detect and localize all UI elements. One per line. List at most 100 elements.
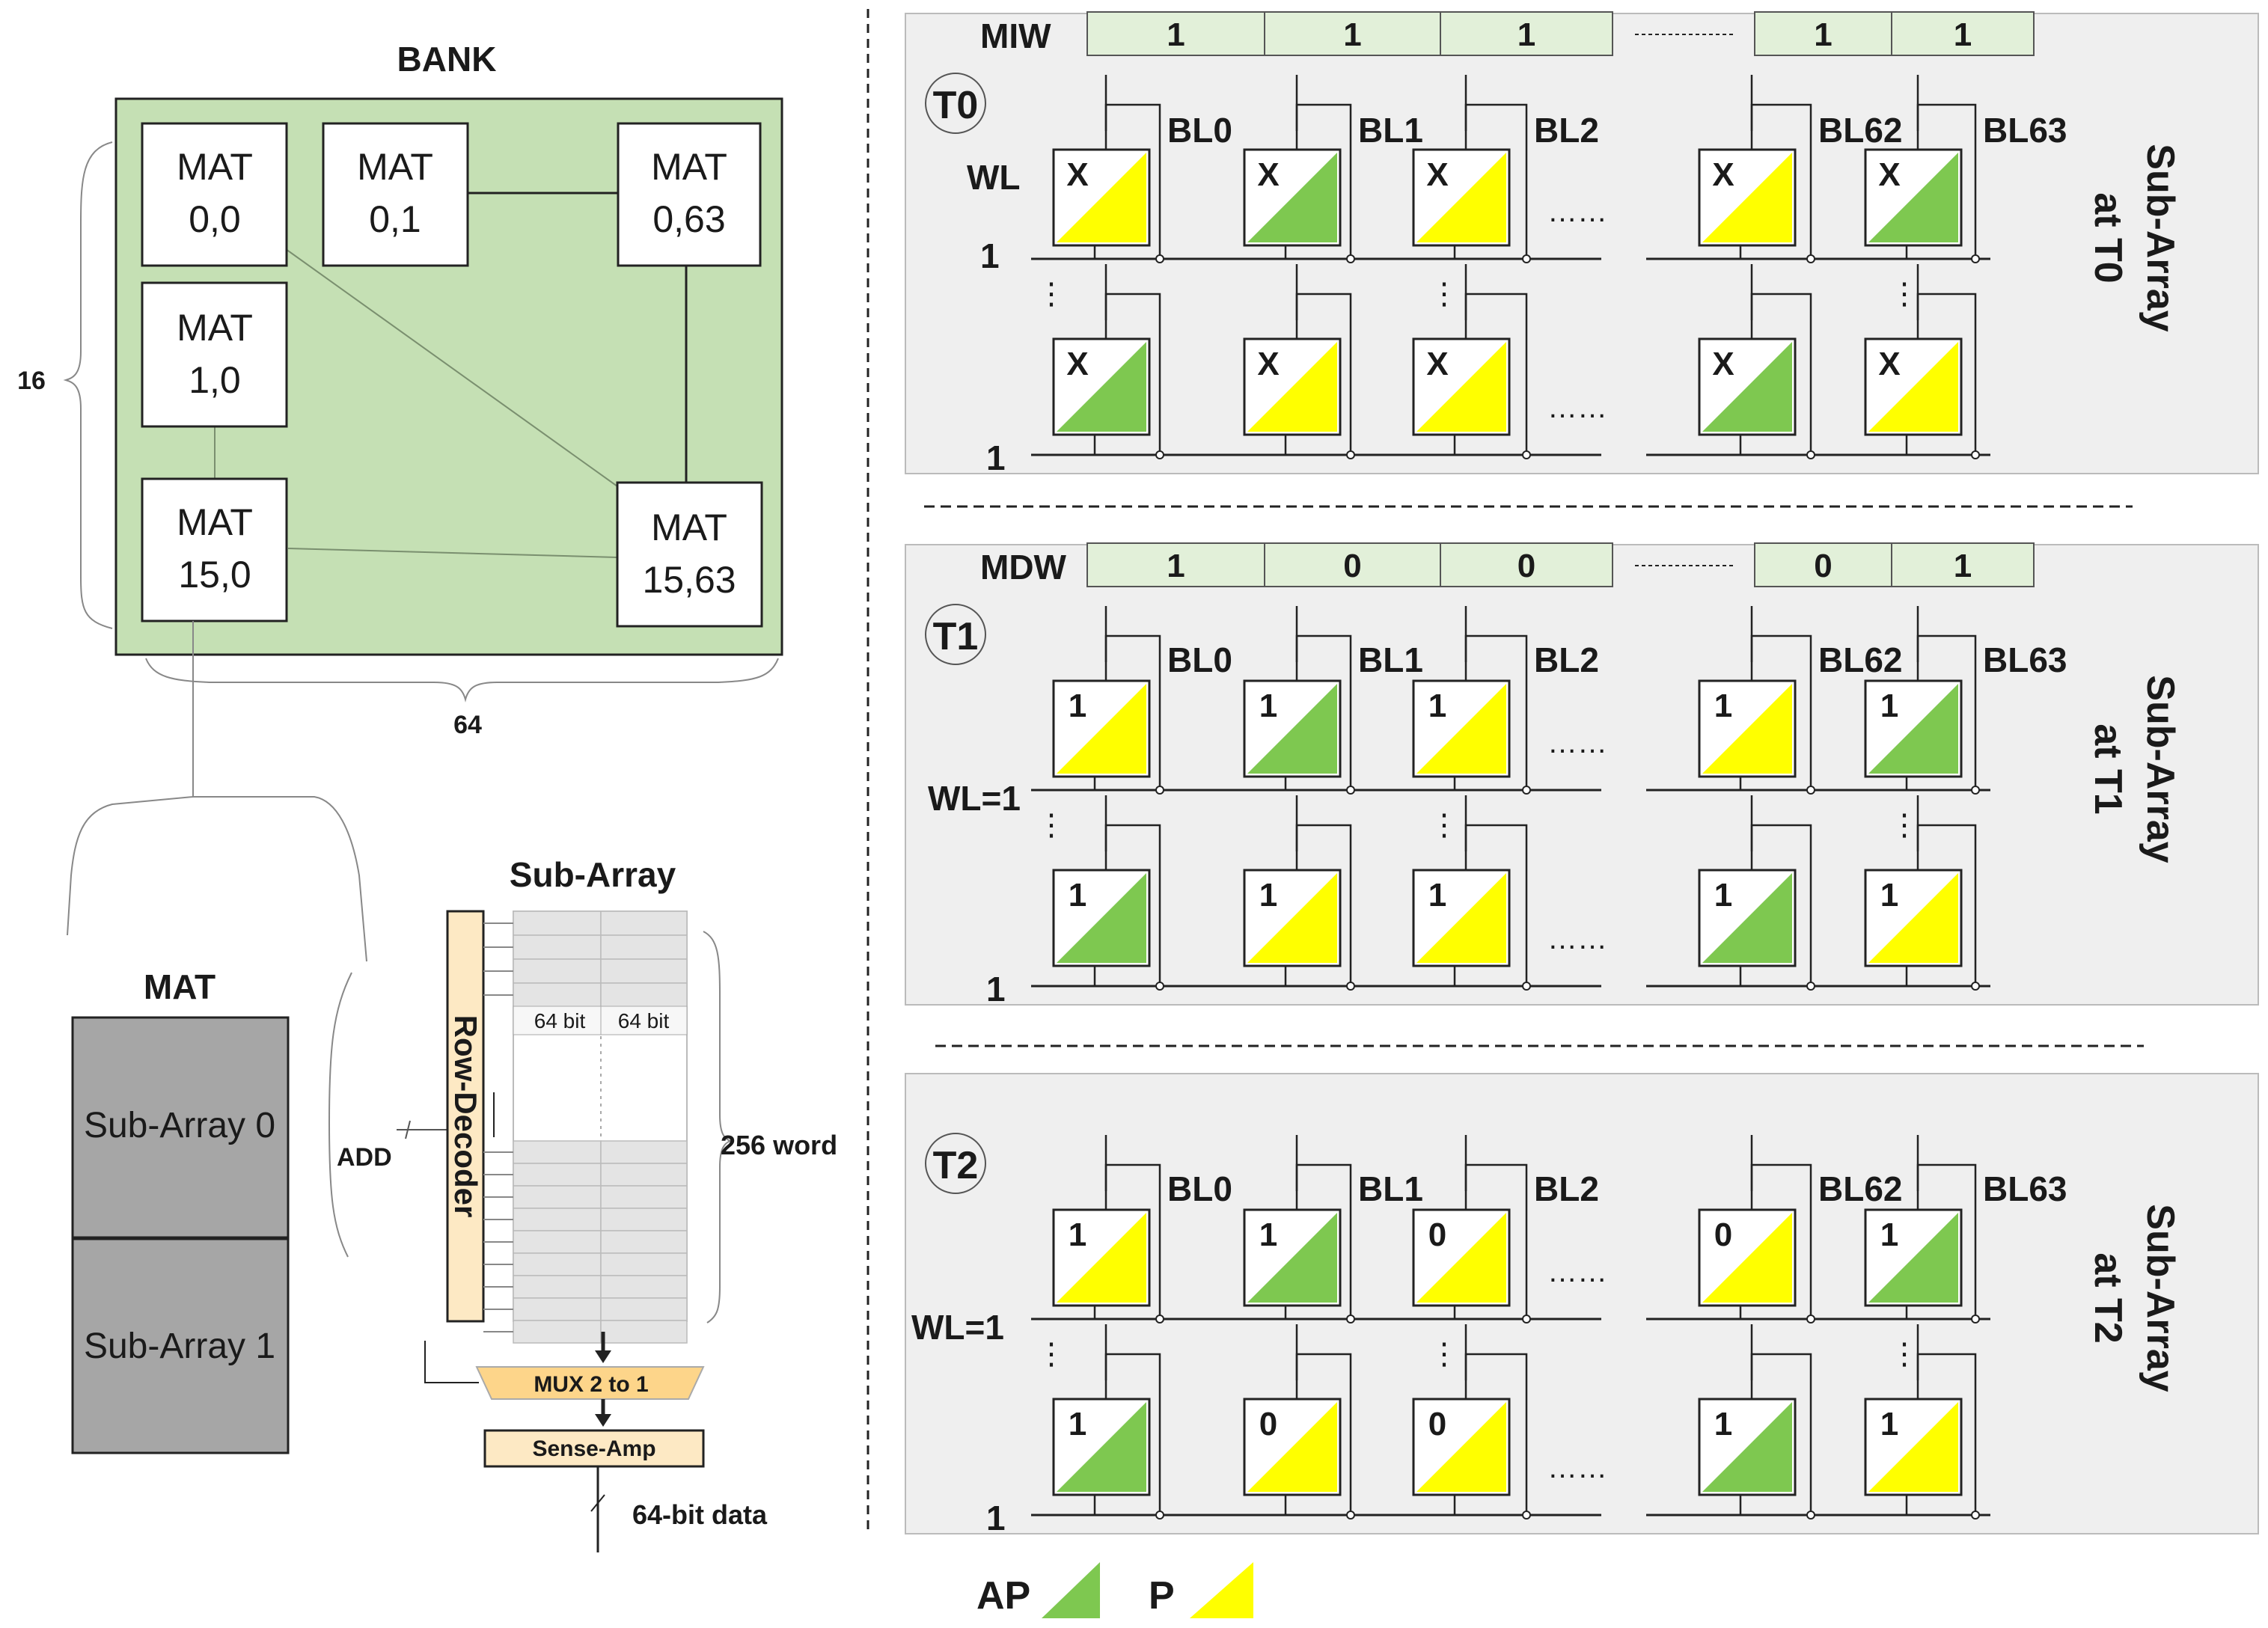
cell-value: 0 xyxy=(1428,1406,1446,1442)
word-bit-value: 0 xyxy=(1343,548,1361,584)
subarray-grid-cell xyxy=(600,1320,688,1344)
subarray-grid-cell xyxy=(513,1297,602,1321)
ap-state-fill xyxy=(1868,153,1958,242)
subarray-grid-cell xyxy=(600,934,688,960)
time-step-badge xyxy=(925,73,986,134)
cell-value: 1 xyxy=(1069,688,1086,724)
p-state-fill xyxy=(1416,153,1506,242)
word-bit-value: 1 xyxy=(1343,16,1361,53)
subarray-detail: Sub-Array Row-Decoder 64 bit 64 bit 256 … xyxy=(424,855,837,1552)
cell-value: X xyxy=(1426,346,1448,382)
cell-value: 1 xyxy=(1714,688,1732,724)
ap-state-fill xyxy=(1868,684,1958,774)
mtj-cell: 0 xyxy=(1698,1135,1815,1323)
bank-rows-brace xyxy=(63,141,113,629)
cell-value: 1 xyxy=(1880,877,1898,914)
p-state-fill xyxy=(1702,1213,1792,1303)
panel-side-title: Sub-Array xyxy=(2139,675,2182,863)
subarray-grid-cell xyxy=(600,1163,688,1187)
p-state-fill xyxy=(1868,342,1958,432)
bitline-label: BL63 xyxy=(1983,640,2067,679)
subarray-expand-brace xyxy=(328,972,352,1258)
svg-text:MAT: MAT xyxy=(357,146,433,188)
word-bit-cell xyxy=(1440,11,1613,56)
word-bit-cell xyxy=(1264,11,1441,56)
mux-2-to-1 xyxy=(475,1366,705,1400)
ap-state-fill xyxy=(1057,1402,1146,1492)
time-step-label: T2 xyxy=(933,1144,979,1187)
subarray-grid-cell xyxy=(600,1140,688,1164)
row-index-label: 1 xyxy=(986,970,1006,1009)
mat-15-63: MAT 15,63 xyxy=(616,481,763,628)
row-decoder-label: Row-Decoder xyxy=(448,1015,483,1218)
bitline-label: BL63 xyxy=(1983,111,2067,150)
bitline-label: BL0 xyxy=(1167,111,1232,150)
cell-value: 1 xyxy=(1069,1217,1086,1253)
word-bit-value: 1 xyxy=(1167,16,1185,53)
column-ellipsis: ⋮ xyxy=(1429,809,1459,842)
subarray-1-label: Sub-Array 1 xyxy=(84,1326,275,1366)
word-bit-value: 1 xyxy=(1167,548,1185,584)
mtj-cell: X xyxy=(1052,75,1164,263)
mtj-cell: 0 xyxy=(1243,1324,1355,1520)
p-state-fill xyxy=(1057,684,1146,774)
p-state-fill xyxy=(1247,1402,1337,1492)
bitline-label: BL1 xyxy=(1358,1169,1423,1208)
cell-value: X xyxy=(1878,346,1900,382)
subarray-grid-cell xyxy=(600,1252,688,1276)
mtj-cell: 1 xyxy=(1052,795,1164,991)
subarray-grid-cell xyxy=(513,982,602,1008)
mtj-cell: 1 xyxy=(1864,795,1980,991)
p-state-fill xyxy=(1702,153,1792,242)
cell-value: 0 xyxy=(1259,1406,1277,1442)
svg-text:15,0: 15,0 xyxy=(178,554,251,596)
bit-label-box xyxy=(513,1006,688,1035)
mtj-cell: 1 xyxy=(1698,606,1815,795)
row-ellipsis: …… xyxy=(1547,195,1607,228)
mtj-cell: X xyxy=(1698,75,1815,263)
bank-link xyxy=(287,548,618,558)
mtj-cell: 1 xyxy=(1052,606,1164,795)
mtj-cell: 1 xyxy=(1052,1135,1164,1323)
p-state-fill xyxy=(1416,1213,1506,1303)
column-ellipsis: ⋮ xyxy=(1036,1338,1066,1371)
mtj-cell: 0 xyxy=(1412,1324,1531,1520)
mat-title: MAT xyxy=(144,967,216,1006)
subarray-0-label: Sub-Array 0 xyxy=(84,1106,275,1145)
cell-value: 1 xyxy=(1259,877,1277,914)
mtj-cell: 1 xyxy=(1698,1324,1815,1520)
p-state-fill xyxy=(1247,873,1337,963)
mtj-cell: 1 xyxy=(1864,1135,1980,1323)
subarray-grid-cell xyxy=(600,958,688,984)
time-step-badge xyxy=(925,604,986,665)
word-bit-value: 0 xyxy=(1517,548,1535,584)
sense-amp-label: Sense-Amp xyxy=(532,1436,655,1461)
p-state-fill xyxy=(1416,684,1506,774)
ap-state-fill xyxy=(1247,1213,1337,1303)
svg-text:MAT: MAT xyxy=(177,146,253,188)
mtj-cell: 1 xyxy=(1412,606,1531,795)
cell-value: 1 xyxy=(1880,688,1898,724)
word-bit-value: 1 xyxy=(1954,548,1972,584)
bitline-label: BL2 xyxy=(1534,1169,1599,1208)
mtj-cell: 1 xyxy=(1243,606,1355,795)
subarray-grid-cell xyxy=(513,911,602,936)
subarray-1-block xyxy=(71,1237,290,1454)
subarray-grid-cell xyxy=(600,982,688,1008)
mtj-cell: X xyxy=(1698,264,1815,459)
p-state-fill xyxy=(1868,873,1958,963)
cell-value: X xyxy=(1257,156,1279,193)
legend-p-label: P xyxy=(1149,1574,1175,1618)
sense-amp xyxy=(483,1429,705,1468)
cell-value: 1 xyxy=(1428,877,1446,914)
subarray-grid-cell xyxy=(513,1275,602,1299)
p-state-fill xyxy=(1416,1402,1506,1492)
panel-side-subtitle: at T2 xyxy=(2086,1252,2130,1343)
subarray-grid-cell xyxy=(513,1208,602,1231)
p-state-fill xyxy=(1416,873,1506,963)
subarray-grid-cell xyxy=(600,1230,688,1254)
subarray-title: Sub-Array xyxy=(510,855,676,894)
row-index-label: 1 xyxy=(986,438,1006,477)
